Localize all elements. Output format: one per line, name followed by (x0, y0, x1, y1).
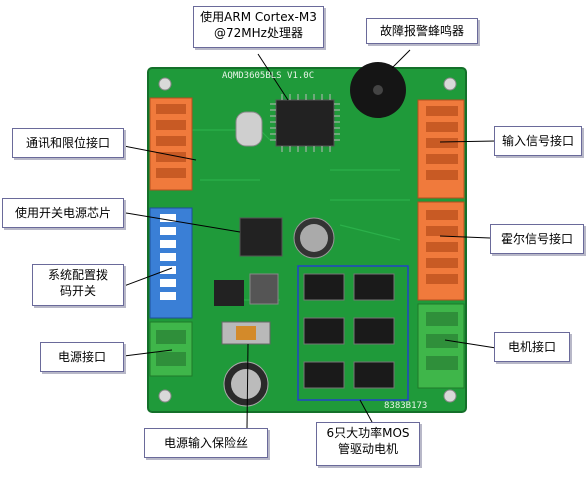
switching-power-chip (239, 217, 283, 257)
callout-switching-power: 使用开关电源芯片 (2, 198, 124, 228)
callout-buzzer-label: 故障报警蜂鸣器 (379, 24, 464, 38)
callout-switching-power-label: 使用开关电源芯片 (14, 206, 111, 220)
callout-hall-signal: 霍尔信号接口 (490, 224, 584, 254)
buzzer (350, 62, 406, 118)
callout-power-port-label: 电源接口 (57, 350, 106, 364)
callout-mcu-line1: 使用ARM Cortex-M3 (200, 10, 317, 24)
callout-power-port: 电源接口 (40, 342, 124, 372)
power-terminal (149, 321, 193, 377)
callout-dip-switch-line1: 系统配置拨 (47, 268, 108, 282)
callout-mcu-line2: @72MHz处理器 (214, 26, 303, 40)
dip-switch (149, 207, 193, 319)
callout-input-signal-label: 输入信号接口 (501, 134, 574, 148)
mcu-chip (270, 94, 340, 152)
callout-mcu: 使用ARM Cortex-M3 @72MHz处理器 (193, 6, 324, 48)
callout-dip-switch-line2: 码开关 (59, 284, 96, 298)
callout-comm-limit: 通讯和限位接口 (12, 128, 124, 158)
hall-signal-terminal (417, 201, 465, 301)
callout-fuse-label: 电源输入保险丝 (163, 436, 248, 450)
fuse (221, 321, 271, 345)
callout-mosfets-line1: 6只大功率MOS (326, 426, 410, 440)
callout-input-signal: 输入信号接口 (494, 126, 582, 156)
callout-mosfets: 6只大功率MOS 管驱动电机 (316, 422, 420, 466)
input-signal-terminal (417, 99, 465, 199)
mosfet-region (297, 265, 409, 401)
callout-buzzer: 故障报警蜂鸣器 (366, 18, 478, 44)
capacitor-bottom (223, 361, 269, 407)
callout-dip-switch: 系统配置拨 码开关 (32, 264, 124, 306)
callout-motor-port: 电机接口 (494, 332, 570, 362)
capacitor-top (293, 217, 335, 259)
callout-mosfets-line2: 管驱动电机 (337, 442, 398, 456)
callout-fuse: 电源输入保险丝 (144, 428, 268, 458)
comm-limit-terminal (149, 97, 193, 191)
motor-terminal (417, 303, 465, 389)
board-serial-silkscreen: 8383B173 (384, 401, 428, 411)
callout-motor-port-label: 电机接口 (507, 340, 556, 354)
callout-hall-signal-label: 霍尔信号接口 (500, 232, 573, 246)
board-model-silkscreen: AQMD3605BLS V1.0C (222, 71, 315, 81)
callout-comm-limit-label: 通讯和限位接口 (25, 136, 110, 150)
